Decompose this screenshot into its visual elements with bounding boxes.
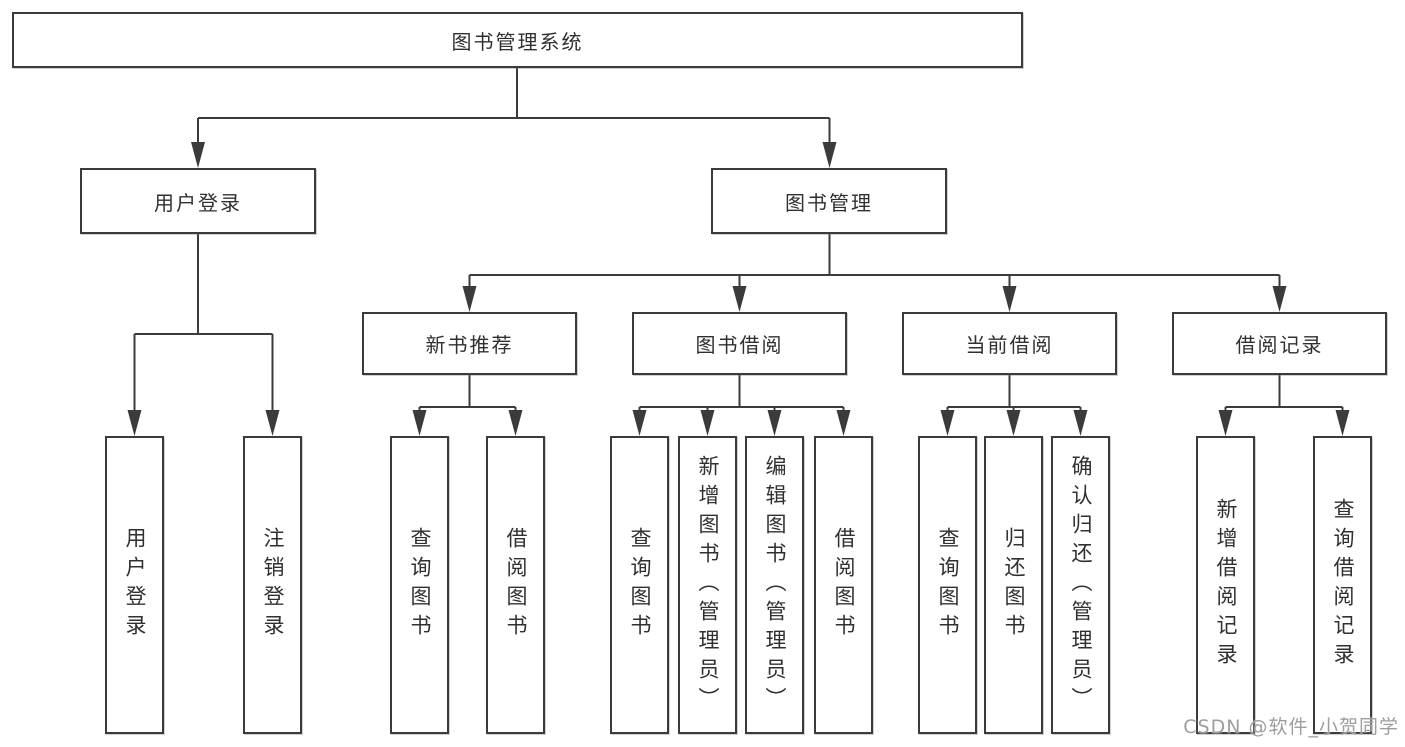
leaf-logout: 注销登录 xyxy=(243,436,302,734)
node-label: 用户登录 xyxy=(154,190,242,215)
node-book-management: 图书管理 xyxy=(711,168,947,234)
leaf-label: 借阅图书 xyxy=(504,527,528,643)
node-label: 图书管理 xyxy=(785,190,873,215)
node-borrow-records: 借阅记录 xyxy=(1172,312,1387,375)
leaf-label: 借阅图书 xyxy=(832,527,856,643)
leaf-label: 确认归还（管理员） xyxy=(1069,454,1093,716)
node-label: 图书借阅 xyxy=(695,333,784,357)
leaf-label: 归还图书 xyxy=(1002,527,1026,643)
node-root-system: 图书管理系统 xyxy=(12,12,1023,68)
csdn-watermark: CSDN @软件_小贺同学 xyxy=(1183,716,1399,738)
leaf-query-borrow-record: 查询借阅记录 xyxy=(1313,436,1372,734)
leaf-label: 注销登录 xyxy=(261,527,285,643)
leaf-return-books: 归还图书 xyxy=(984,436,1043,734)
leaf-label: 查询借阅记录 xyxy=(1331,498,1355,672)
leaf-label: 查询图书 xyxy=(628,527,652,643)
node-book-borrowing: 图书借阅 xyxy=(632,312,847,375)
leaf-edit-books-admin: 编辑图书（管理员） xyxy=(745,436,804,734)
node-new-book-recommend: 新书推荐 xyxy=(362,312,577,375)
leaf-label: 查询图书 xyxy=(408,527,432,643)
leaf-confirm-return-admin: 确认归还（管理员） xyxy=(1051,436,1110,734)
leaf-borrow-books-recommend: 借阅图书 xyxy=(486,436,545,734)
leaf-query-books-borrowing: 查询图书 xyxy=(610,436,669,734)
leaf-label: 用户登录 xyxy=(123,527,147,643)
node-label: 当前借阅 xyxy=(965,333,1054,357)
leaf-label: 新增借阅记录 xyxy=(1214,498,1238,672)
leaf-label: 编辑图书（管理员） xyxy=(763,454,787,716)
node-user-login: 用户登录 xyxy=(80,168,316,234)
leaf-borrow-books-borrowing: 借阅图书 xyxy=(814,436,873,734)
node-label: 图书管理系统 xyxy=(451,29,584,54)
leaf-label: 新增图书（管理员） xyxy=(696,454,720,716)
node-label: 新书推荐 xyxy=(425,333,514,357)
node-current-borrowing: 当前借阅 xyxy=(902,312,1117,375)
leaf-user-login: 用户登录 xyxy=(105,436,164,734)
leaf-label: 查询图书 xyxy=(936,527,960,643)
leaf-query-books-recommend: 查询图书 xyxy=(390,436,449,734)
leaf-query-books-current: 查询图书 xyxy=(918,436,977,734)
leaf-add-borrow-record: 新增借阅记录 xyxy=(1196,436,1255,734)
leaf-add-books-admin: 新增图书（管理员） xyxy=(678,436,737,734)
node-label: 借阅记录 xyxy=(1235,333,1324,357)
